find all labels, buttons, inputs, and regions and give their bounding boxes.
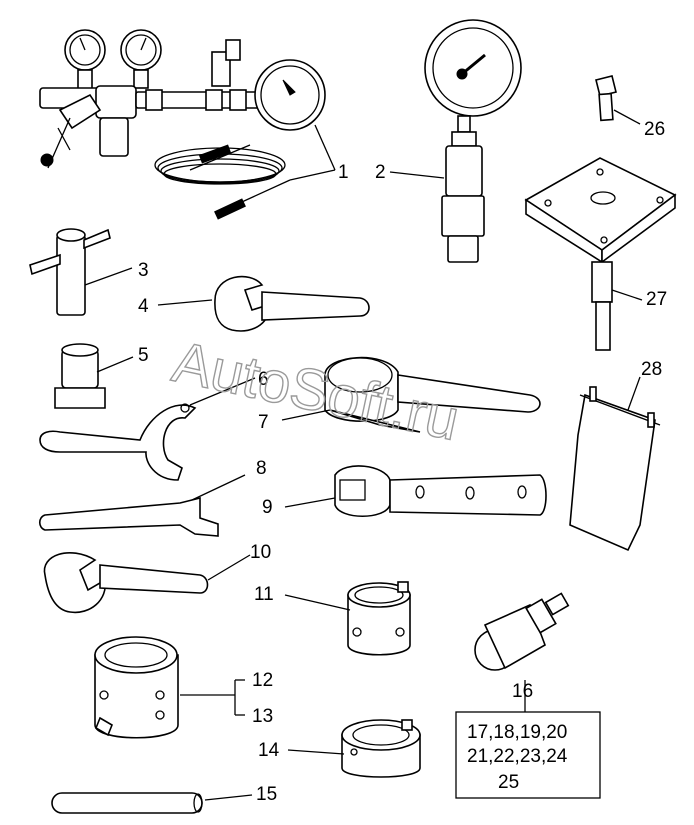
label-6: 6 [258,369,269,390]
part-5-socket [54,343,134,409]
part-28-spring-clip [569,376,661,552]
label-2: 2 [375,162,386,183]
part-2-pressure-gauge [389,19,522,263]
label-1: 1 [338,162,349,183]
label-9: 9 [262,497,273,518]
label-10: 10 [250,542,271,563]
label-26: 26 [644,119,665,140]
part-16-adapter [474,592,570,712]
part-26-bolt [595,75,641,125]
part-9-box-wrench [284,465,547,517]
label-3: 3 [138,260,149,281]
label-16: 16 [512,681,533,702]
box-line-3: 25 [498,772,519,793]
part-27-plate-fixture [524,157,677,351]
watermark: AutoSoft.ru [167,329,464,453]
part-15-rod [51,792,253,814]
label-5: 5 [138,345,149,366]
part-7-socket-wrench [281,356,541,433]
label-15: 15 [256,784,277,805]
part-10-open-end-wrench [43,552,251,614]
label-27: 27 [646,289,667,310]
reference-box: 17,18,19,20 21,22,23,24 25 [455,711,601,799]
label-14: 14 [258,740,280,761]
part-11-slotted-sleeve [284,581,411,656]
part-6-hook-spanner [39,377,256,481]
label-12: 12 [252,670,273,691]
part-4-open-end-wrench [157,275,370,332]
label-28: 28 [641,359,662,380]
part-1-pressure-gauge-assembly [39,29,336,220]
label-8: 8 [256,458,267,479]
part-8-flat-spanner [38,474,246,537]
label-13: 13 [252,706,273,727]
label-7: 7 [258,412,269,433]
part-14-ring [287,719,421,778]
box-line-2: 21,22,23,24 [467,746,568,767]
label-11: 11 [254,584,274,605]
part-3-t-handle-tool [29,228,133,316]
label-4: 4 [138,296,149,317]
box-line-1: 17,18,19,20 [467,722,567,743]
part-12-13-splined-socket [94,636,245,739]
